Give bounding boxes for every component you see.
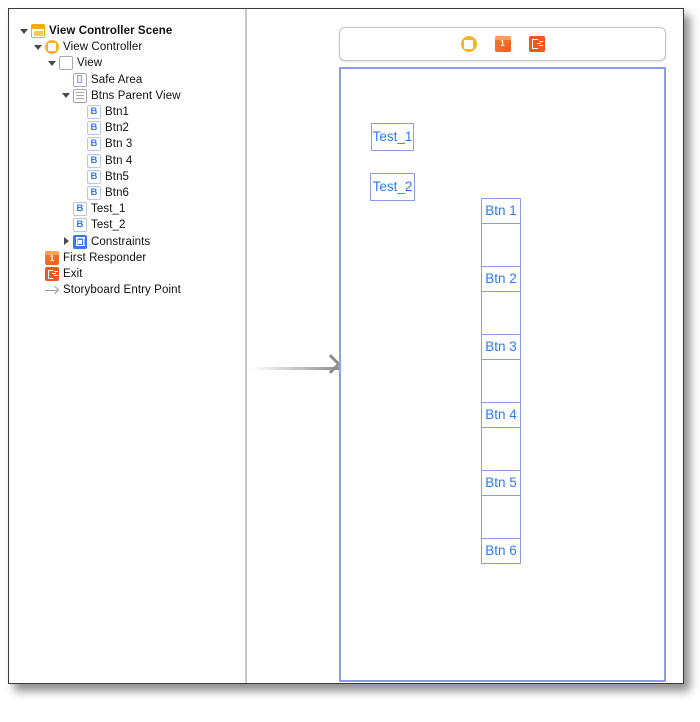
- outline-row[interactable]: B Test_1: [61, 201, 125, 217]
- outline-row[interactable]: Safe Area: [61, 72, 142, 88]
- outline-row[interactable]: First Responder: [33, 250, 146, 266]
- outline-row[interactable]: Constraints: [61, 234, 150, 250]
- canvas-button[interactable]: Btn 5: [481, 470, 521, 496]
- view-controller-icon: [45, 40, 59, 55]
- outline-row[interactable]: View Controller: [33, 39, 142, 55]
- exit-icon[interactable]: [528, 36, 545, 52]
- twisty-spacer: [75, 107, 86, 118]
- safe-area-icon: [73, 72, 87, 87]
- outline-row-label: Safe Area: [91, 73, 143, 86]
- twisty-spacer: [75, 139, 86, 150]
- twisty-spacer: [61, 220, 72, 231]
- chevron-down-icon[interactable]: [33, 42, 44, 53]
- button-icon: B: [87, 186, 101, 200]
- outline-row-label: Btns Parent View: [91, 89, 181, 102]
- stack-view-icon: [73, 88, 87, 103]
- twisty-spacer: [75, 123, 86, 134]
- outline-row-label: Btn6: [105, 187, 130, 199]
- entry-point-arrow-head: [321, 354, 341, 374]
- outline-row-label: Btn 3: [105, 138, 133, 151]
- chevron-down-icon[interactable]: [47, 58, 58, 69]
- outline-row-label: Storyboard Entry Point: [63, 284, 181, 297]
- button-icon: B: [87, 105, 101, 119]
- first-responder-icon: [45, 250, 59, 265]
- button-icon: B: [87, 169, 101, 184]
- outline-row-label: View Controller: [63, 41, 143, 54]
- canvas-button[interactable]: Btn 2: [481, 266, 521, 292]
- btns-parent-view-container[interactable]: Btn 1 Btn 2 Btn 3 Btn 4 Btn 5 Btn 6: [481, 198, 521, 564]
- outline-row-label: View Controller Scene: [49, 25, 173, 37]
- entry-point-arrow-shaft: [251, 367, 339, 370]
- chevron-down-icon[interactable]: [61, 90, 72, 101]
- entry-point-arrow-icon: [45, 283, 59, 297]
- exit-icon: [45, 267, 59, 281]
- canvas-button[interactable]: Test_1: [371, 123, 414, 151]
- outline-row-label: Constraints: [91, 235, 151, 248]
- canvas-button[interactable]: Btn 4: [481, 402, 521, 428]
- twisty-spacer: [75, 171, 86, 182]
- outline-row[interactable]: B Btn1: [75, 104, 129, 120]
- constraints-icon: [73, 234, 87, 249]
- twisty-spacer: [61, 204, 72, 215]
- button-icon: B: [87, 137, 101, 152]
- chevron-down-icon[interactable]: [19, 26, 30, 37]
- button-icon: B: [87, 121, 101, 136]
- twisty-spacer: [75, 155, 86, 166]
- first-responder-icon[interactable]: [494, 36, 511, 52]
- outline-row-label: First Responder: [63, 251, 147, 264]
- outline-row-label: Test_1: [91, 203, 126, 216]
- button-icon: B: [73, 218, 87, 233]
- twisty-spacer: [33, 269, 44, 280]
- twisty-spacer: [33, 285, 44, 296]
- canvas-button[interactable]: Test_2: [370, 173, 415, 201]
- outline-row-label: Exit: [63, 268, 83, 280]
- outline-row-label: Btn 4: [105, 154, 133, 167]
- outline-row[interactable]: B Btn6: [75, 185, 129, 201]
- view-icon: [59, 56, 73, 71]
- scene-dock-bar[interactable]: [339, 27, 666, 61]
- button-icon: B: [73, 202, 87, 217]
- outline-row-label: Test_2: [91, 219, 126, 232]
- outline-row-label: Btn1: [105, 106, 130, 118]
- outline-row[interactable]: View: [47, 55, 102, 71]
- outline-row[interactable]: B Btn 3: [75, 136, 132, 152]
- outline-row[interactable]: Btns Parent View: [61, 88, 181, 104]
- outline-row[interactable]: B Test_2: [61, 217, 125, 233]
- canvas-button[interactable]: Btn 1: [481, 198, 521, 224]
- twisty-spacer: [61, 74, 72, 85]
- outline-row[interactable]: B Btn 4: [75, 153, 132, 169]
- twisty-spacer: [75, 188, 86, 199]
- outline-row[interactable]: Exit: [33, 266, 83, 282]
- button-icon: B: [87, 153, 101, 168]
- canvas-button[interactable]: Btn 3: [481, 334, 521, 360]
- outline-row[interactable]: B Btn2: [75, 120, 129, 136]
- outline-row[interactable]: Storyboard Entry Point: [33, 282, 181, 298]
- canvas-button[interactable]: Btn 6: [481, 538, 521, 564]
- twisty-spacer: [33, 252, 44, 263]
- outline-row[interactable]: B Btn5: [75, 169, 129, 185]
- chevron-right-icon[interactable]: [61, 236, 72, 247]
- pane-divider[interactable]: [245, 9, 247, 683]
- storyboard-canvas-pane[interactable]: Btn 1 Btn 2 Btn 3 Btn 4 Btn 5 Btn 6 Test_1Tes…: [247, 9, 683, 683]
- outline-row[interactable]: View Controller Scene: [19, 23, 172, 39]
- outline-row-label: Btn2: [105, 122, 130, 135]
- storyboard-scene-icon: [31, 24, 45, 38]
- view-controller-icon[interactable]: [460, 36, 477, 52]
- outline-row-label: Btn5: [105, 170, 130, 183]
- outline-row-label: View: [77, 57, 103, 70]
